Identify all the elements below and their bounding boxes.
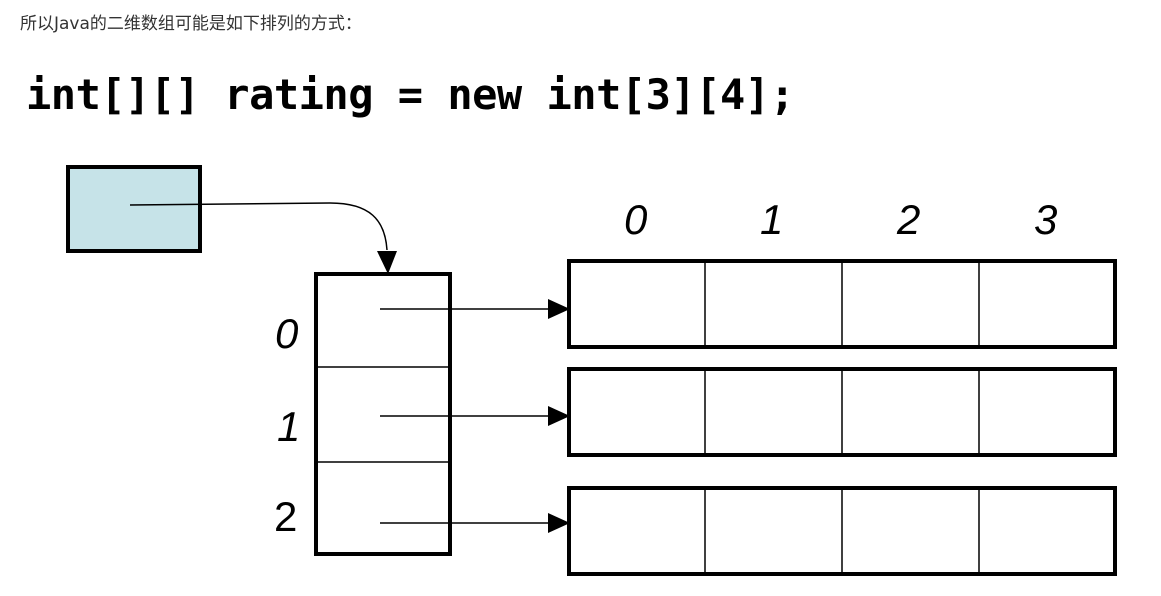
row-pointer-arrowhead <box>548 406 570 426</box>
reference-variable-box <box>66 165 202 253</box>
inner-array-row-2 <box>567 486 1117 576</box>
row-pointer-arrowhead <box>548 513 570 533</box>
column-label: 1 <box>760 196 783 243</box>
intro-text: 所以Java的二维数组可能是如下排列的方式： <box>20 14 362 34</box>
row-pointer-arrowhead <box>548 299 570 319</box>
row-label: 0 <box>275 310 299 357</box>
column-label: 3 <box>1034 196 1057 243</box>
outer-array-frame <box>314 272 452 556</box>
column-label: 2 <box>896 196 920 243</box>
reference-arrow <box>129 202 388 251</box>
row-label: 2 <box>274 493 297 540</box>
inner-array-row-0 <box>567 259 1117 349</box>
reference-arrowhead <box>377 251 397 274</box>
inner-array-row-1 <box>567 367 1117 457</box>
column-label: 0 <box>624 196 648 243</box>
code-declaration: int[][] rating = new int[3][4]; <box>26 70 795 119</box>
outer-array <box>314 272 452 556</box>
row-label: 1 <box>277 403 300 450</box>
